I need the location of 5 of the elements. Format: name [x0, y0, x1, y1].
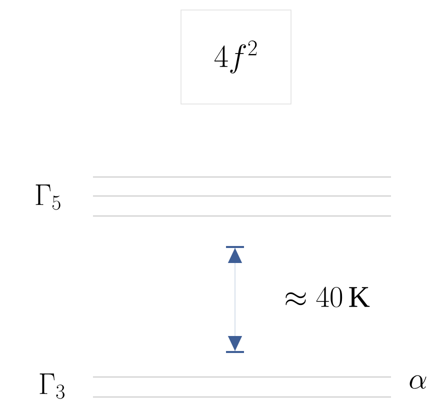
level-label: $\Gamma_{5}$ [36, 184, 60, 210]
level-label: $\Gamma_{3}$ [40, 374, 64, 399]
formula-box: $4f^{2}$ [180, 10, 292, 104]
state-label: $\alpha$ [410, 375, 426, 389]
gap-label: $\approx 40\,\mathrm{K}$ [286, 286, 370, 308]
